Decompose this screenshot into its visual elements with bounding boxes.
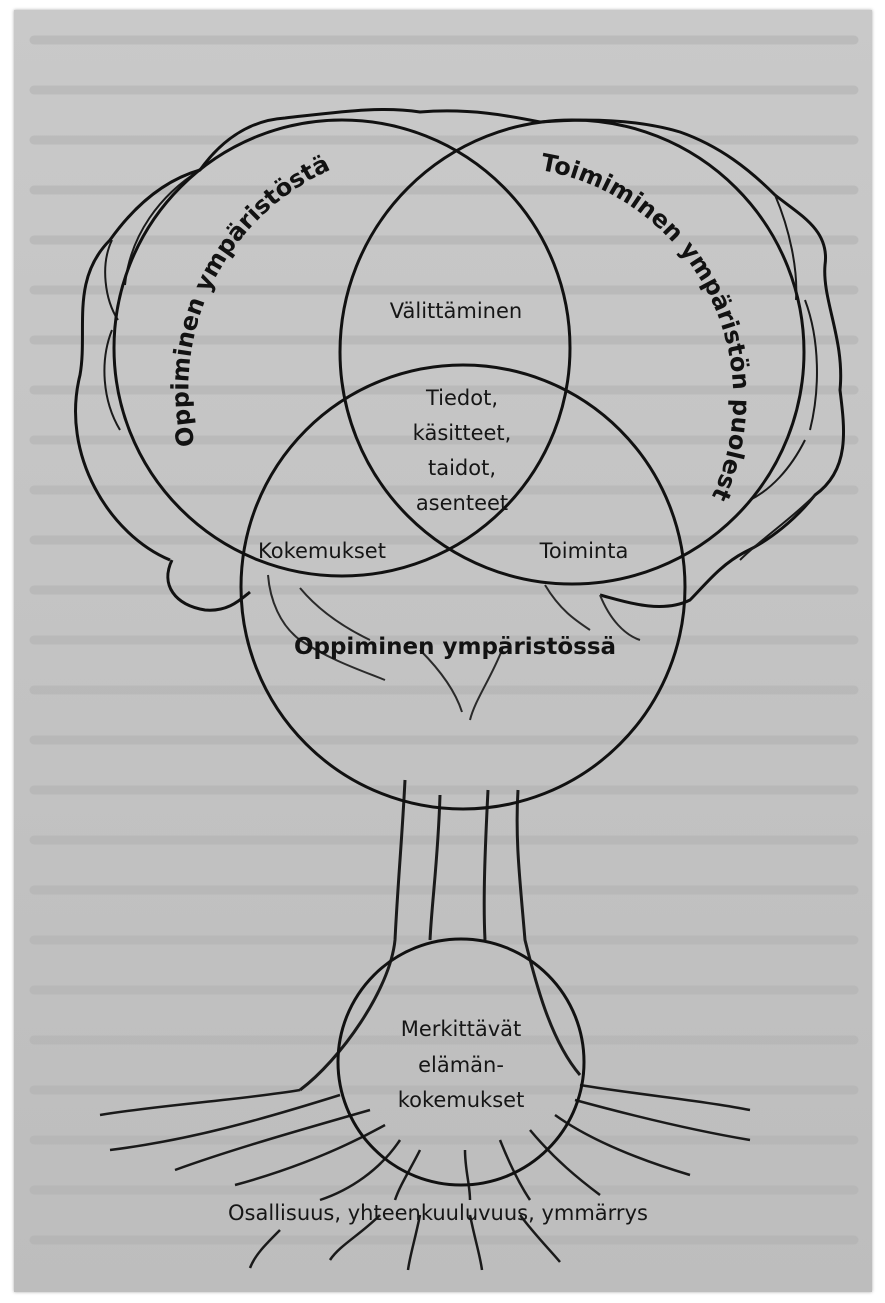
tree-roots	[99, 1083, 751, 1271]
circle-learning-in-environment	[239, 363, 687, 811]
label-root-line-2: elämän-	[418, 1053, 504, 1077]
circle-learning-from-environment	[112, 118, 572, 578]
label-overlap-right: Toiminta	[539, 539, 629, 563]
tree-crown-outline	[74, 108, 846, 608]
label-center-line-2: käsitteet,	[413, 421, 512, 445]
label-base: Osallisuus, yhteenkuuluvuus, ymmärrys	[228, 1201, 648, 1225]
label-left-circle: Oppiminen ympäristöstä	[166, 149, 334, 449]
label-center-line-3: taidot,	[428, 456, 496, 480]
circle-acting-for-environment	[338, 118, 806, 586]
tree-crown-left-lobe	[166, 559, 251, 612]
label-right-circle: Toimiminen ympäristön puolesta	[0, 0, 755, 505]
label-root-line-1: Merkittävät	[401, 1017, 522, 1041]
tree-trunk	[299, 779, 582, 1092]
circle-significant-life-experiences	[336, 937, 586, 1187]
label-center-line-4: asenteet	[416, 491, 508, 515]
book-page-background	[14, 10, 872, 1292]
label-bottom-circle: Oppiminen ympäristössä	[294, 634, 616, 660]
tree-crown-inner-scribble-right	[739, 194, 818, 561]
label-root-line-3: kokemukset	[398, 1088, 525, 1112]
tree-branches	[267, 574, 641, 721]
label-overlap-left: Kokemukset	[258, 539, 386, 563]
faded-background-text-lines	[29, 35, 859, 1245]
label-center-line-1: Tiedot,	[425, 386, 498, 410]
label-overlap-top: Välittäminen	[390, 299, 522, 323]
